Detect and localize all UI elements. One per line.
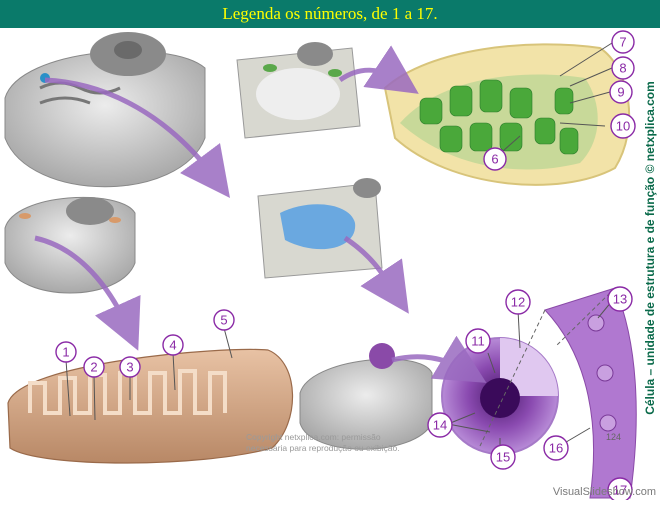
page-title: Legenda os números, de 1 a 17. — [222, 4, 438, 23]
page-number: 124 — [606, 432, 622, 442]
chloroplast-diagram — [383, 43, 631, 186]
pointer-arrows — [34, 45, 487, 383]
label-9: 9 — [609, 80, 633, 104]
label-8: 8 — [611, 56, 635, 80]
side-caption: Célula – unidade de estrutura e de funçã… — [640, 81, 660, 415]
label-10: 10 — [610, 113, 636, 139]
watermark: VisualSlideshow.com — [552, 486, 656, 498]
svg-text:3: 3 — [126, 360, 133, 375]
svg-text:2: 2 — [90, 360, 97, 375]
label-7: 7 — [611, 30, 635, 54]
copyright-line-2: necessária para reprodução ou exibição. — [246, 443, 400, 453]
svg-text:11: 11 — [471, 334, 485, 349]
svg-text:14: 14 — [433, 418, 447, 433]
cell-illustration: 1 2 3 4 5 6 7 8 9 10 11 12 13 14 15 16 1… — [4, 30, 637, 503]
svg-text:6: 6 — [491, 152, 498, 167]
label-6: 6 — [483, 147, 507, 171]
animal-cell-bottom — [299, 343, 433, 450]
label-16: 16 — [543, 435, 569, 461]
svg-text:8: 8 — [619, 61, 626, 76]
illustration-area: 1 2 3 4 5 6 7 8 9 10 11 12 13 14 15 16 1… — [0, 28, 660, 503]
label-12: 12 — [505, 289, 531, 315]
svg-text:16: 16 — [549, 441, 563, 456]
title-banner: Legenda os números, de 1 a 17. — [0, 0, 660, 28]
svg-text:17: 17 — [613, 483, 627, 498]
label-14: 14 — [427, 412, 453, 438]
copyright-line-1: Copyright netxplica.com: permissão — [246, 432, 381, 442]
label-2: 2 — [83, 356, 105, 378]
copyright-notice: Copyright netxplica.com: permissão neces… — [246, 432, 426, 454]
animal-cell-middle — [4, 196, 136, 294]
svg-text:5: 5 — [220, 313, 227, 328]
plant-cell-middle — [257, 178, 383, 279]
side-caption-text: Célula – unidade de estrutura e de funçã… — [643, 81, 657, 415]
svg-text:7: 7 — [619, 35, 626, 50]
label-11: 11 — [465, 328, 491, 354]
svg-text:15: 15 — [496, 450, 510, 465]
svg-text:12: 12 — [511, 295, 525, 310]
nuclear-envelope-detail — [479, 287, 637, 499]
svg-text:4: 4 — [169, 338, 176, 353]
label-4: 4 — [162, 334, 184, 356]
label-3: 3 — [119, 356, 141, 378]
svg-text:13: 13 — [613, 292, 627, 307]
svg-text:9: 9 — [617, 85, 624, 100]
label-13: 13 — [607, 286, 633, 312]
plant-cell-top — [236, 42, 361, 139]
animal-cell-top — [4, 32, 206, 188]
nucleus-diagram — [441, 337, 559, 455]
label-1: 1 — [55, 341, 77, 363]
svg-text:1: 1 — [62, 345, 69, 360]
label-5: 5 — [213, 309, 235, 331]
label-15: 15 — [490, 444, 516, 470]
svg-text:10: 10 — [616, 119, 630, 134]
mitochondrion-diagram — [7, 348, 294, 464]
